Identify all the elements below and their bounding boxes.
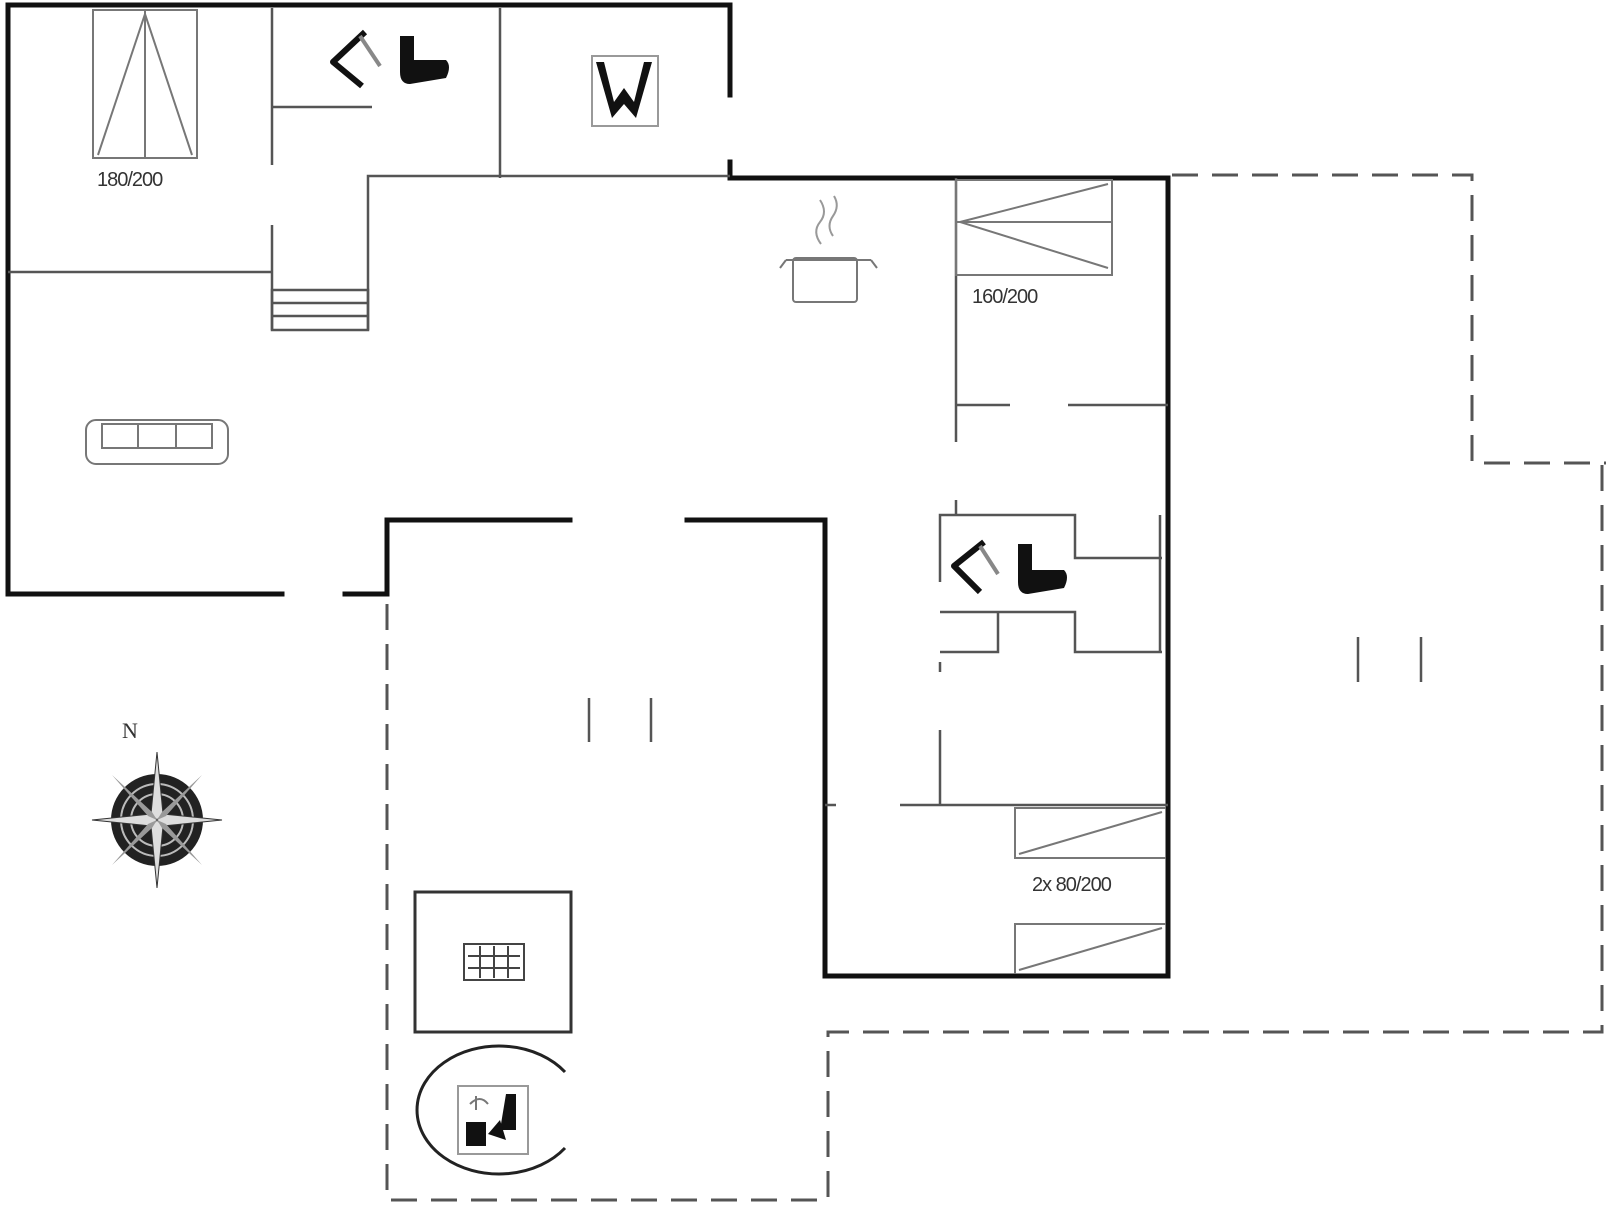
bed-80-pair: 2x 80/200 [1014,807,1166,974]
bed-size-label: 180/200 [97,169,163,191]
bbq-grill-icon [413,890,573,1034]
interior-walls [8,8,1168,807]
compass-north-label: N [122,718,138,743]
bed-size-label: 160/200 [972,286,1038,308]
compass-rose-icon: N [91,718,223,889]
main-walls [5,2,1171,979]
toilet-icon [591,55,659,127]
sofa-icon [85,419,229,465]
bed-160: 160/200 [955,179,1113,308]
shower-icon [951,539,1000,595]
spa-bath-icon [415,1044,567,1176]
cooking-pot-icon [779,195,878,303]
toilet-icon [1018,544,1067,594]
bed-180: 180/200 [92,9,198,191]
bed-size-label: 2x 80/200 [1032,874,1112,896]
terrace-markers [587,637,1423,742]
terrace-outlines [385,173,1606,1202]
shower-icon [330,29,382,89]
toilet-icon [400,36,449,84]
